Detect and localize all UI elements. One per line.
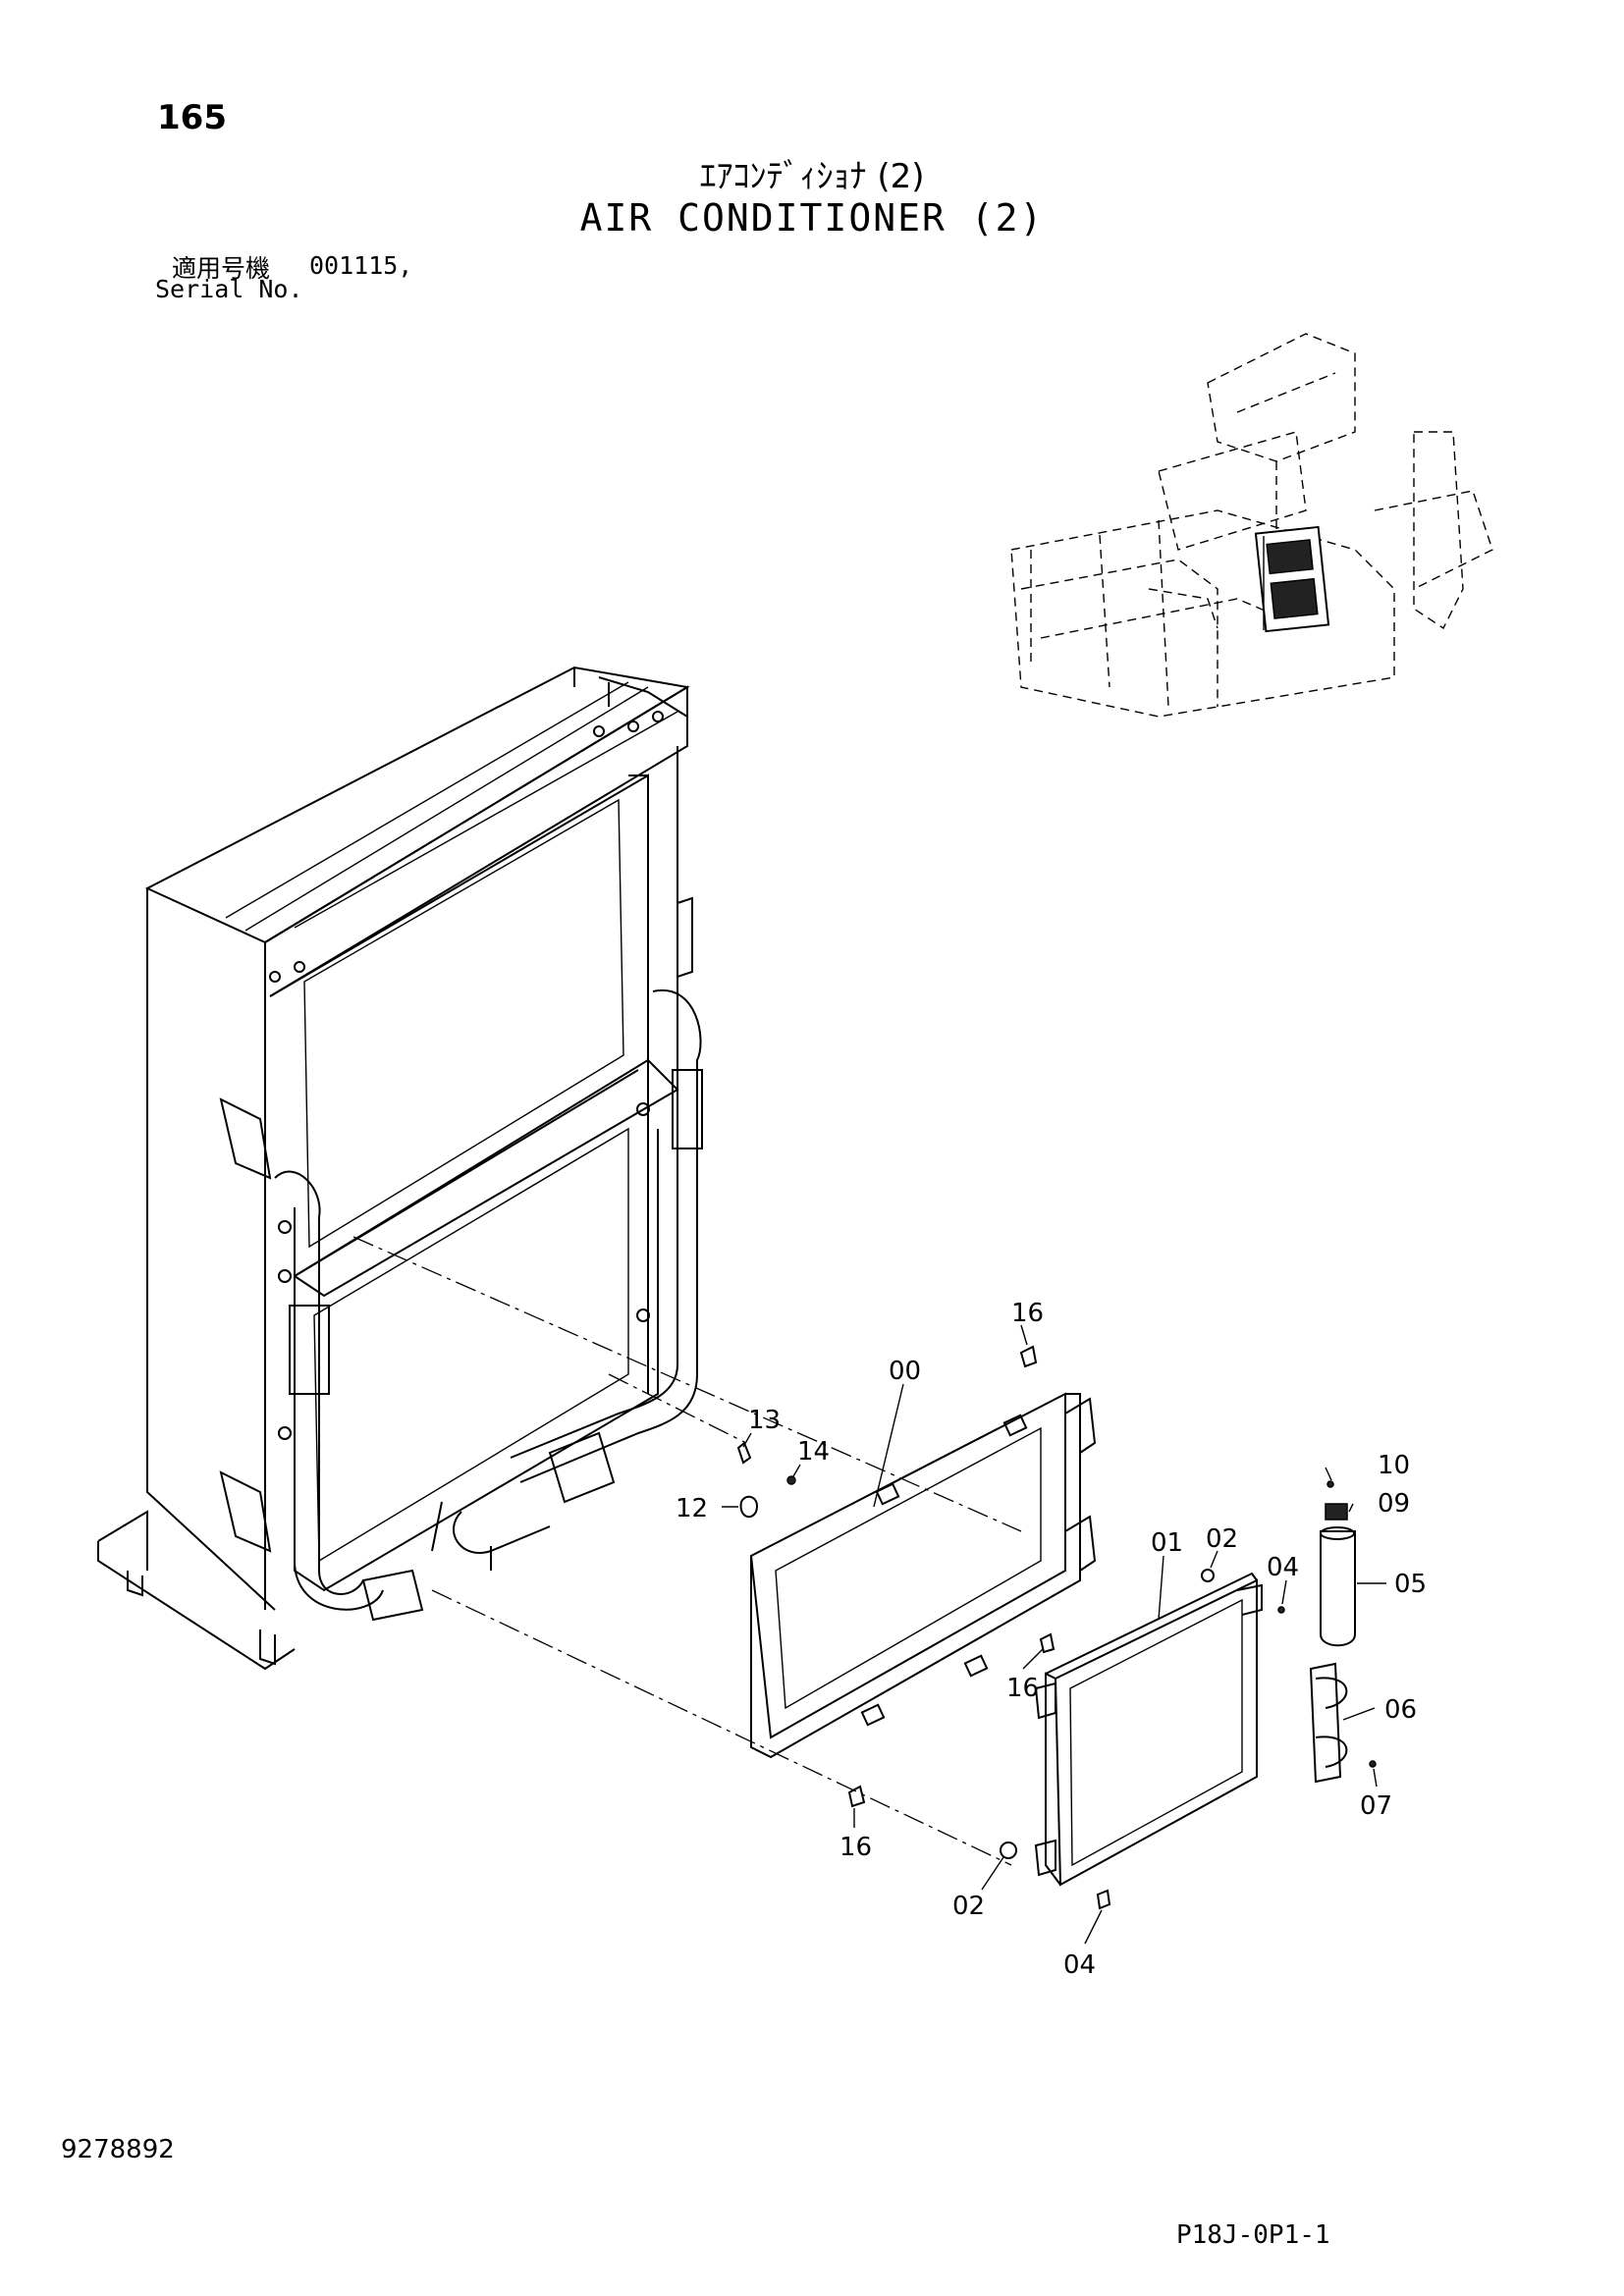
leader-lines xyxy=(722,1324,1386,1945)
callout-06: 06 xyxy=(1384,1695,1417,1725)
callout-16-top: 16 xyxy=(1011,1299,1044,1328)
callout-labels: 16 00 13 14 12 10 09 01 02 04 05 16 06 1… xyxy=(676,1299,1427,1980)
receiver-drier-parts xyxy=(1309,1480,1377,1784)
callout-02-upper: 02 xyxy=(1206,1524,1238,1554)
callout-02-lower: 02 xyxy=(952,1892,985,1921)
page-code: P18J-0P1-1 xyxy=(1176,2220,1330,2250)
callout-10: 10 xyxy=(1378,1451,1410,1480)
callout-14: 14 xyxy=(797,1437,830,1467)
document-number: 9278892 xyxy=(61,2135,175,2164)
machine-overview-inset xyxy=(1010,333,1493,718)
serial-label-japanese: 適用号機 xyxy=(172,254,271,283)
callout-16-bottom: 16 xyxy=(839,1833,872,1862)
alignment-lines xyxy=(352,1236,1022,1866)
callout-04-upper: 04 xyxy=(1267,1553,1299,1582)
callout-04-lower: 04 xyxy=(1063,1950,1096,1980)
callout-05: 05 xyxy=(1394,1570,1427,1599)
callout-16-middle: 16 xyxy=(1006,1674,1039,1703)
serial-value: 001115, xyxy=(309,251,413,280)
callout-13: 13 xyxy=(748,1406,781,1435)
callout-00: 00 xyxy=(889,1357,921,1386)
radiator-frame-assembly xyxy=(97,666,703,1671)
callout-01: 01 xyxy=(1151,1528,1183,1558)
condenser-bracket xyxy=(749,1392,1097,1759)
page-number: 165 xyxy=(157,98,227,137)
callout-09: 09 xyxy=(1378,1489,1410,1519)
callout-07: 07 xyxy=(1360,1791,1392,1821)
page-title: AIR CONDITIONER (2) xyxy=(579,196,1045,240)
callout-12: 12 xyxy=(676,1494,708,1523)
fasteners xyxy=(736,1345,1285,1910)
page-title-japanese: ｴｱｺﾝﾃﾞｨｼｮﾅ (2) xyxy=(699,157,925,196)
serial-label: Serial No. xyxy=(155,275,303,303)
condenser-core xyxy=(1034,1572,1263,1887)
